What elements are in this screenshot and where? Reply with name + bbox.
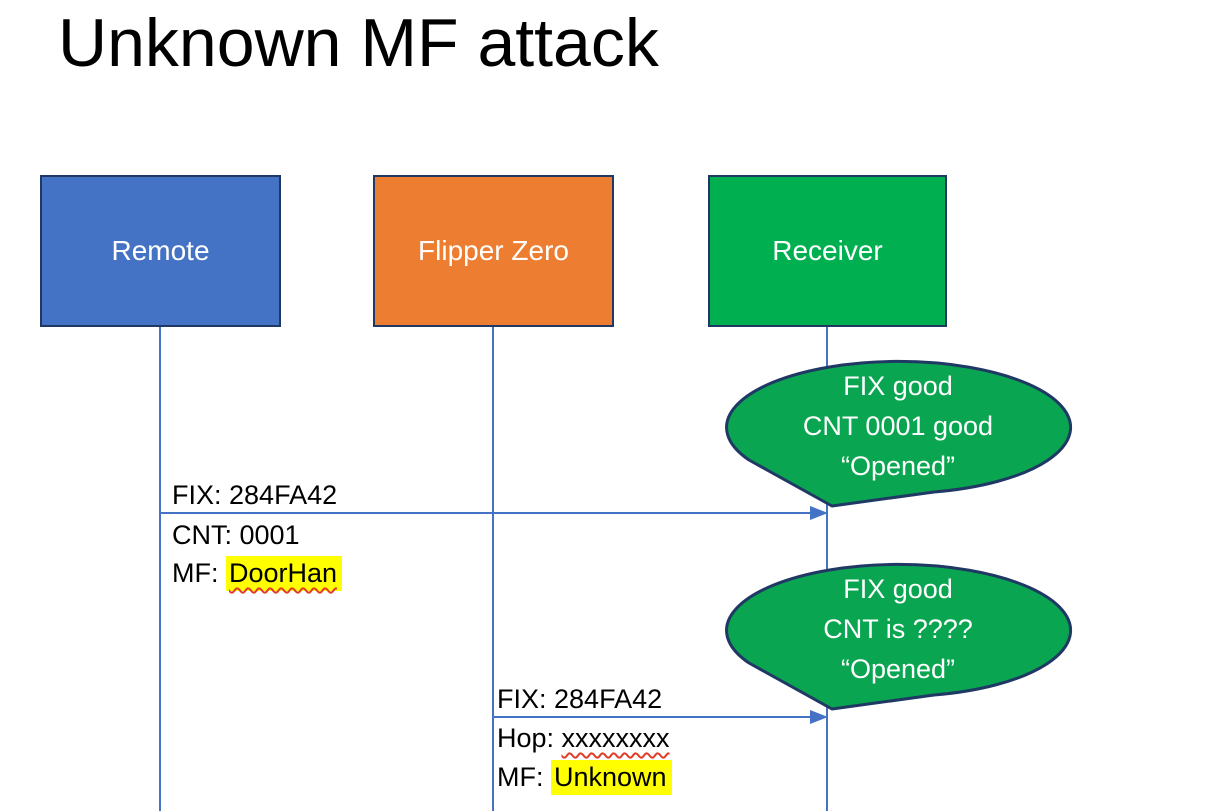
message-1-line-fix: FIX: 284FA42 bbox=[172, 480, 337, 511]
lifeline-remote bbox=[159, 327, 161, 811]
actor-label-receiver: Receiver bbox=[772, 235, 883, 266]
field-value: 0001 bbox=[239, 520, 300, 550]
actor-label-remote: Remote bbox=[111, 235, 210, 266]
message-arrow-2-arrowhead-icon bbox=[810, 710, 828, 724]
message-2-line-mf: MF: Unknown bbox=[497, 760, 672, 795]
message-1-line-mf: MF: DoorHan bbox=[172, 556, 343, 591]
actor-label-flipper-zero: Flipper Zero bbox=[418, 235, 569, 266]
speech-bubble-1 bbox=[725, 359, 1073, 508]
speech-bubble-1-text: FIX good CNT 0001 good “Opened” bbox=[726, 366, 1070, 486]
message-arrow-1-line bbox=[160, 512, 810, 514]
message-2-line-hop: Hop: xxxxxxxx bbox=[497, 723, 670, 754]
bubble-1-line-3: “Opened” bbox=[840, 451, 956, 481]
actor-box-receiver: Receiver bbox=[708, 175, 947, 327]
message-1-line-cnt: CNT: 0001 bbox=[172, 520, 300, 551]
message-2-line-fix: FIX: 284FA42 bbox=[497, 684, 662, 715]
lifeline-flipper-zero bbox=[492, 327, 494, 811]
field-value-highlighted: Unknown bbox=[551, 760, 672, 795]
actor-box-flipper-zero: Flipper Zero bbox=[373, 175, 614, 327]
field-prefix: Hop: bbox=[497, 723, 562, 753]
field-prefix: CNT: bbox=[172, 520, 240, 550]
message-arrow-2-line bbox=[493, 716, 810, 718]
speech-bubble-1-shape bbox=[725, 359, 1073, 508]
field-value: 284FA42 bbox=[229, 480, 338, 510]
field-prefix: FIX: bbox=[497, 684, 555, 714]
speech-bubble-2-shape bbox=[725, 562, 1073, 711]
field-value-squiggle: xxxxxxxx bbox=[561, 723, 670, 753]
bubble-1-line-1: FIX good bbox=[843, 371, 953, 401]
field-value: 284FA42 bbox=[554, 684, 663, 714]
bubble-2-line-3: “Opened” bbox=[840, 654, 956, 684]
actor-box-remote: Remote bbox=[40, 175, 281, 327]
speech-bubble-2-text: FIX good CNT is ???? “Opened” bbox=[726, 569, 1070, 689]
slide-title: Unknown MF attack bbox=[58, 5, 659, 81]
bubble-1-line-2: CNT 0001 good bbox=[802, 411, 994, 441]
bubble-2-line-2: CNT is ???? bbox=[823, 614, 973, 644]
field-value-highlighted: DoorHan bbox=[226, 556, 343, 591]
bubble-2-line-1: FIX good bbox=[843, 574, 953, 604]
field-prefix: FIX: bbox=[172, 480, 230, 510]
field-prefix: MF: bbox=[172, 558, 226, 588]
message-arrow-1-arrowhead-icon bbox=[810, 506, 828, 520]
field-prefix: MF: bbox=[497, 762, 551, 792]
speech-bubble-2 bbox=[725, 562, 1073, 711]
